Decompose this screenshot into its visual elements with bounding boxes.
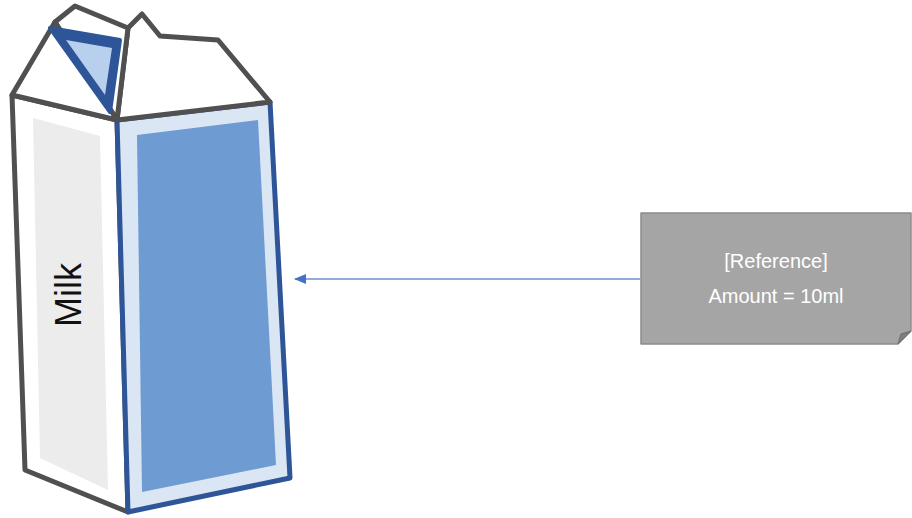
pointer-arrow bbox=[295, 278, 640, 280]
note-heading: [Reference] bbox=[724, 244, 827, 279]
carton-roof bbox=[117, 14, 270, 120]
note-fold bbox=[898, 331, 911, 344]
reference-note: [Reference]Amount = 10ml bbox=[640, 212, 912, 345]
note-body bbox=[641, 213, 911, 344]
carton-spout-inner bbox=[66, 40, 112, 95]
carton-spout bbox=[50, 28, 120, 112]
product-label: Milk bbox=[48, 263, 90, 327]
node-outline bbox=[640, 212, 912, 345]
text-panel: Milk bbox=[35, 130, 103, 460]
carton-front-panel bbox=[137, 120, 276, 492]
carton-side bbox=[12, 95, 128, 512]
milk-carton: Milk bbox=[0, 0, 295, 518]
carton-side-label bbox=[33, 118, 108, 490]
carton-front bbox=[117, 102, 290, 512]
node-outline bbox=[0, 0, 295, 518]
note-text-area: [Reference]Amount = 10ml bbox=[640, 212, 912, 345]
note-body: Amount = 10ml bbox=[708, 279, 843, 314]
